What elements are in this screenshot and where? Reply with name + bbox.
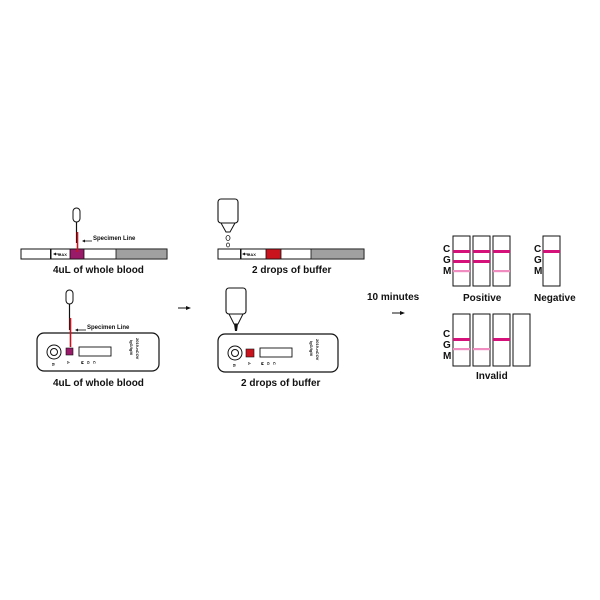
step2-cassette-caption: 2 drops of buffer <box>241 378 321 389</box>
positive-label: Positive <box>463 293 502 304</box>
sample-well-blood <box>65 347 74 356</box>
cassette-letter-m: M <box>80 360 86 365</box>
invalid-letter-m: M <box>443 351 452 362</box>
results-panel <box>452 235 561 367</box>
result-letter-g: G <box>443 255 451 266</box>
invalid-label: Invalid <box>476 371 508 382</box>
result-line-c <box>543 250 560 253</box>
negative-letter-g: G <box>534 255 542 266</box>
specimen-line-label: Specimen Line <box>93 236 136 242</box>
cassette-letter-b: B <box>50 363 56 366</box>
result-line-g <box>473 260 490 263</box>
buffer-drop <box>226 242 230 248</box>
cassette2-product-text: 2019-nCOV <box>315 339 320 361</box>
step2-cassette <box>217 333 339 373</box>
cassette2-letter-g: G <box>266 361 272 366</box>
invalid-letter-g: G <box>443 340 451 351</box>
result-letter-m: M <box>443 266 452 277</box>
step1-pipette <box>72 207 81 252</box>
result-window <box>78 346 112 357</box>
step2-buffer-bottle <box>217 198 239 248</box>
step1-strip-caption: 4uL of whole blood <box>53 265 144 276</box>
step1-specimen-arrow <box>82 239 92 243</box>
result-line-m <box>453 270 470 273</box>
result-line-g <box>493 338 510 341</box>
absorbent-pad <box>115 248 168 260</box>
result-line-g <box>453 338 470 341</box>
result-line-m <box>473 348 490 351</box>
cassette-letter-c: C <box>91 361 97 364</box>
buffer-drop <box>225 235 231 241</box>
cassette2-letter-b: B <box>231 364 237 367</box>
step1-strip <box>20 248 168 260</box>
negative-letter-m: M <box>534 266 543 277</box>
step2-strip <box>217 248 365 260</box>
step-arrow-1 <box>178 306 191 310</box>
negative-label: Negative <box>534 293 576 304</box>
step1-cassette-pipette <box>65 289 86 347</box>
sample-well-red <box>245 348 255 358</box>
negative-letter-c: C <box>534 244 542 255</box>
result-line-c <box>473 250 490 253</box>
cassette-product-text-2: IgG/IgM <box>129 340 134 355</box>
result-line-m <box>493 270 510 273</box>
step2-cassette-bottle <box>225 287 247 331</box>
cassette-product-text: 2019-nCOV <box>135 338 140 360</box>
step1-cassette-caption: 4uL of whole blood <box>53 378 144 389</box>
cassette2-product-text-2: IgG/IgM <box>309 341 314 356</box>
invalid-strip <box>512 313 531 367</box>
positive-strip <box>492 235 511 287</box>
result-line-m <box>453 348 470 351</box>
step2-strip-caption: 2 drops of buffer <box>252 265 332 276</box>
step1-cassette <box>36 332 160 372</box>
result-line-c <box>453 250 470 253</box>
result-line-c <box>493 250 510 253</box>
specimen-line-label-cassette: Specimen Line <box>87 325 130 331</box>
invalid-letter-c: C <box>443 329 451 340</box>
max-label: MAX <box>58 252 67 257</box>
cassette2-letter-a: A <box>246 362 252 365</box>
sample-pad-red <box>265 248 282 260</box>
negative-strip <box>542 235 561 287</box>
result-line-g <box>453 260 470 263</box>
invalid-strip <box>472 313 491 367</box>
cassette-letter-a: A <box>65 361 71 364</box>
timer-label: 10 minutes <box>367 292 420 303</box>
result-window-2 <box>259 347 293 358</box>
absorbent-pad-2 <box>310 248 365 260</box>
cassette-letter-g: G <box>86 360 92 365</box>
cassette2-letter-m: M <box>260 361 266 366</box>
max-label-2: MAX <box>247 252 256 257</box>
cassette2-letter-c: C <box>271 362 277 365</box>
step-arrow-2 <box>392 311 405 315</box>
result-letter-c: C <box>443 244 451 255</box>
